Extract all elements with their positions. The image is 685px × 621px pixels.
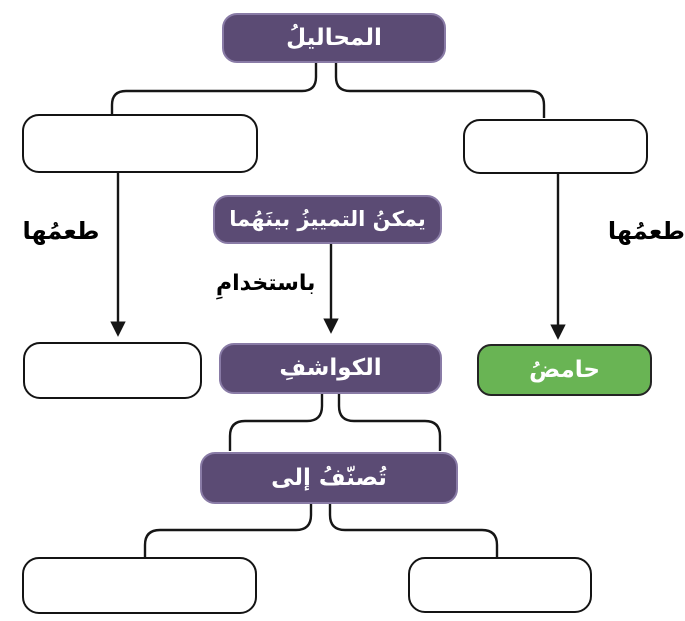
- edge-root-topleft: [110, 62, 318, 114]
- node-blank-bottom-left[interactable]: [22, 557, 257, 614]
- node-blank-bottom-right[interactable]: [408, 557, 592, 613]
- node-classified: تُصنّفُ إلى: [200, 452, 458, 504]
- edge-label-taste-right: طعمُها: [607, 217, 685, 245]
- edge-indicators-left: [228, 394, 324, 451]
- node-blank-top-right[interactable]: [463, 119, 648, 174]
- edge-indicators-right: [337, 394, 442, 451]
- edge-label-using: باستخدامِ: [216, 271, 316, 296]
- node-distinguish: يمكنُ التمييزُ بينَهُما: [213, 195, 442, 244]
- edge-label-taste-left: طعمُها: [22, 217, 100, 245]
- node-solutions: المحاليلُ: [222, 13, 446, 63]
- edge-root-topright: [334, 62, 546, 118]
- edge-classified-right: [328, 503, 499, 557]
- node-blank-mid-left[interactable]: [23, 342, 202, 399]
- node-indicators: الكواشفِ: [219, 343, 442, 394]
- node-acid: حامضُ: [477, 344, 652, 396]
- edge-classified-left: [143, 503, 313, 557]
- node-blank-top-left[interactable]: [22, 114, 258, 173]
